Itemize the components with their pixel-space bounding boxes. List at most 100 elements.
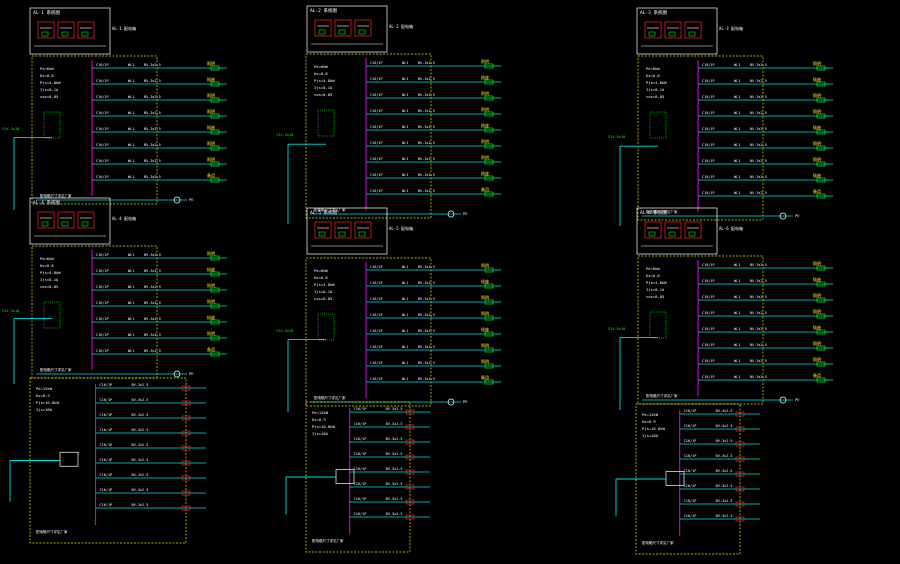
cable-label: BV-3x2.5 xyxy=(750,191,767,195)
sub-breaker-label: C16/1P xyxy=(100,488,113,492)
breaker-label: C16/1P xyxy=(96,175,109,179)
cable-label: BV-3x2.5 xyxy=(750,279,767,283)
sub-breaker-label: C16/1P xyxy=(684,409,697,413)
load-label: 照明 xyxy=(207,283,215,288)
cable-label: BV-3x2.5 xyxy=(418,61,435,65)
breaker-label: C16/1P xyxy=(96,79,109,83)
sub-breaker-label: C16/1P xyxy=(354,512,367,516)
sub-load-symbol xyxy=(735,456,745,462)
feeder-code: WL1 xyxy=(128,317,134,321)
breaker-label: C16/1P xyxy=(96,253,109,257)
key-plan-box xyxy=(306,207,388,255)
key-plan-side: AL-4 配电箱 xyxy=(112,215,136,221)
feeder-code: WL1 xyxy=(734,111,740,115)
breaker-label: C16/1P xyxy=(702,95,715,99)
sub-box-frame xyxy=(29,377,187,544)
feeder-code: WL1 xyxy=(128,159,134,163)
load-symbol xyxy=(210,81,220,87)
key-plan-device xyxy=(318,231,326,237)
breaker-label: C16/1P xyxy=(370,125,383,129)
load-label: 照明 xyxy=(813,93,821,98)
sub-cable-label: BV-3x2.5 xyxy=(716,484,733,488)
cable-label: BV-3x2.5 xyxy=(418,189,435,193)
load-symbol xyxy=(816,97,826,103)
sub-cable-label: BV-3x2.5 xyxy=(386,407,403,411)
cable-label: BV-3x2.5 xyxy=(144,79,161,83)
box-note: 配电箱尺寸详见厂家 xyxy=(40,193,72,198)
sub-cable-label: BV-3x2.5 xyxy=(716,409,733,413)
incoming-label: YJV-5x10 xyxy=(276,329,293,333)
feeder-code: WL1 xyxy=(402,93,408,97)
sub-main-breaker xyxy=(665,471,685,486)
key-plan-title: AL-5 系统图 xyxy=(310,209,338,216)
load-symbol xyxy=(484,299,494,305)
load-label: 照明 xyxy=(207,141,215,146)
load-label: 插座 xyxy=(813,324,821,330)
load-label: 插座 xyxy=(207,266,215,272)
rating-text: Ijs=8.1A xyxy=(646,87,665,92)
load-symbol xyxy=(210,65,220,71)
ground-terminal xyxy=(173,370,181,378)
breaker-label: C16/1P xyxy=(96,159,109,163)
cable-label: BV-3x2.5 xyxy=(144,111,161,115)
cable-label: BV-3x2.5 xyxy=(418,361,435,365)
feeder-code: WL1 xyxy=(734,63,740,67)
sub-cable-label: BV-3x2.5 xyxy=(132,473,149,477)
incoming-label: YJV-5x10 xyxy=(2,309,19,313)
breaker-label: C16/1P xyxy=(702,111,715,115)
feeder-code: WL1 xyxy=(734,311,740,315)
load-label: 照明 xyxy=(207,93,215,98)
feeder-code: WL1 xyxy=(402,157,408,161)
sub-cable-label: BV-3x2.5 xyxy=(386,422,403,426)
key-plan-title: AL-6 系统图 xyxy=(640,209,668,216)
box-note: 配电箱尺寸详见厂家 xyxy=(646,393,678,398)
load-label: 备用 xyxy=(207,346,215,352)
sub-load-symbol xyxy=(735,471,745,477)
key-plan-device xyxy=(338,231,346,237)
rating-text: Ijs=8.1A xyxy=(314,289,333,294)
main-breaker xyxy=(317,313,335,341)
load-label: 照明 xyxy=(207,299,215,304)
box-note: 配电箱尺寸详见厂家 xyxy=(314,207,346,212)
cable-label: BV-3x2.5 xyxy=(144,285,161,289)
load-symbol xyxy=(816,113,826,119)
sub-note: 配电箱尺寸详见厂家 xyxy=(36,529,68,534)
sub-cable-label: BV-3x2.5 xyxy=(716,424,733,428)
sub-breaker-label: C16/1P xyxy=(354,467,367,471)
load-symbol xyxy=(484,111,494,117)
cable-label: BV-3x2.5 xyxy=(144,333,161,337)
breaker-label: C16/1P xyxy=(96,63,109,67)
key-plan-device xyxy=(338,29,346,35)
sub-load-symbol xyxy=(735,516,745,522)
sub-breaker-label: C16/1P xyxy=(684,424,697,428)
sub-cable-label: BV-3x2.5 xyxy=(132,398,149,402)
load-symbol xyxy=(210,271,220,277)
sub-breaker-label: C16/1P xyxy=(100,458,113,462)
load-label: 照明 xyxy=(481,107,489,112)
sub-load-symbol xyxy=(735,486,745,492)
breaker-label: C16/1P xyxy=(702,63,715,67)
ground-terminal xyxy=(447,398,455,406)
rating-text: Pjs=4.8kW xyxy=(314,282,335,287)
load-label: 照明 xyxy=(813,309,821,314)
sub-breaker-label: C16/1P xyxy=(354,437,367,441)
feeder-code: WL1 xyxy=(128,143,134,147)
sub-breaker-label: C16/1P xyxy=(100,398,113,402)
box-note: 配电箱尺寸详见厂家 xyxy=(314,395,346,400)
cable-label: BV-3x2.5 xyxy=(750,375,767,379)
load-label: 备用 xyxy=(813,372,821,378)
load-symbol xyxy=(816,65,826,71)
feeder-code: WL1 xyxy=(402,109,408,113)
sub-load-symbol xyxy=(405,409,415,415)
cable-label: BV-3x2.5 xyxy=(750,359,767,363)
key-plan-box xyxy=(636,7,718,55)
key-plan-device xyxy=(41,221,49,227)
key-plan-cell xyxy=(314,19,332,37)
load-label: 照明 xyxy=(813,261,821,266)
rating-text: Pe=6kW xyxy=(40,256,54,261)
feeder-code: WL1 xyxy=(128,111,134,115)
load-label: 插座 xyxy=(207,124,215,130)
sub-load-symbol xyxy=(181,490,191,496)
cable-label: BV-3x2.5 xyxy=(418,281,435,285)
key-plan-title: AL-2 系统图 xyxy=(310,7,338,14)
